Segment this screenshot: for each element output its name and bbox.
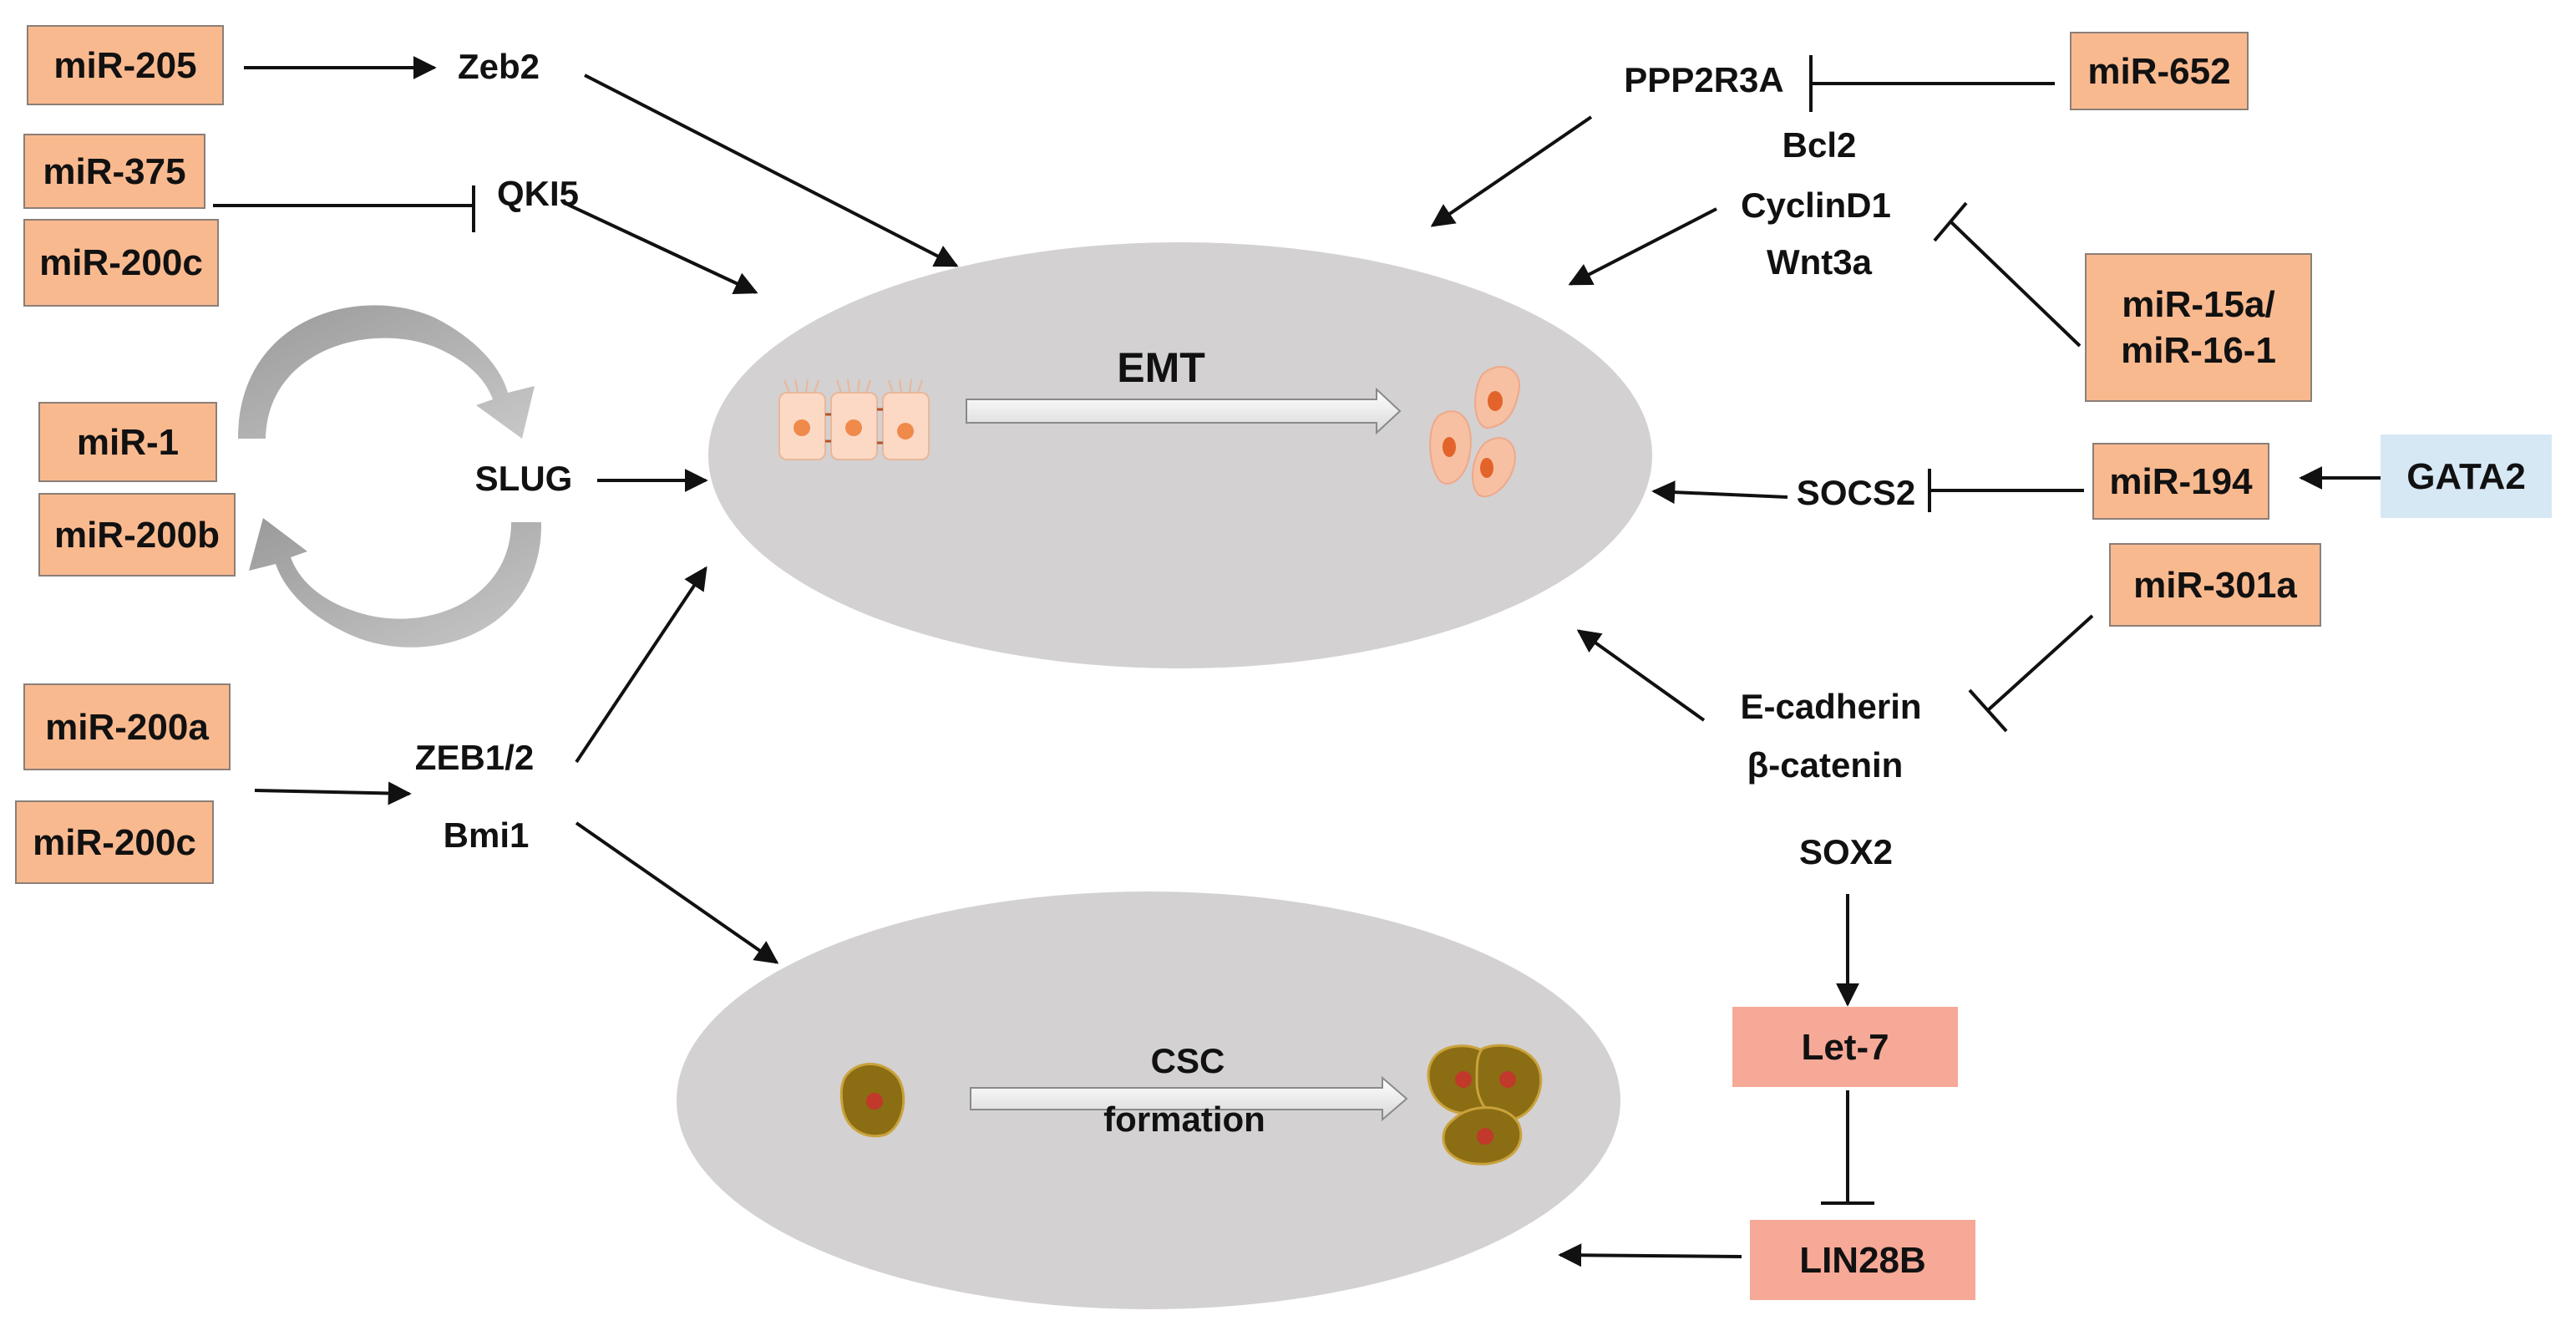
socs2-label: SOCS2: [1796, 473, 1916, 512]
zeb12-label: ZEB1/2: [414, 738, 535, 777]
mir-652-box: miR-652: [2070, 32, 2249, 110]
sox2-label: SOX2: [1798, 832, 1894, 871]
cyclind1-label: CyclinD1: [1741, 185, 1891, 225]
qki5-label: QKI5: [496, 174, 580, 213]
emt-process-arrow: [966, 387, 1402, 435]
e-cadherin-label: E-cadherin: [1740, 687, 1922, 726]
bcl2-label: Bcl2: [1782, 125, 1857, 165]
csc-label: CSC: [1150, 1041, 1225, 1080]
mir-205-box: miR-205: [27, 25, 224, 105]
mir-200b-box: miR-200b: [38, 493, 236, 577]
lin28b-box: LIN28B: [1750, 1220, 1975, 1300]
bmi1-label: Bmi1: [443, 815, 530, 855]
formation-label: formation: [1103, 1100, 1265, 1139]
mir-200c-box-top: miR-200c: [23, 219, 219, 307]
let-7-box: Let-7: [1732, 1007, 1958, 1087]
emt-ellipse: [708, 242, 1652, 668]
mir-200a-box: miR-200a: [23, 683, 231, 770]
b-catenin-label: β-catenin: [1747, 745, 1904, 785]
emt-label: EMT: [1117, 344, 1205, 391]
mir-301a-box: miR-301a: [2109, 543, 2321, 627]
mir-200c-box-bottom: miR-200c: [15, 800, 214, 884]
epithelial-cells-icon: [778, 378, 930, 460]
mir-1-box: miR-1: [38, 402, 217, 482]
slug-label: SLUG: [474, 459, 573, 498]
zeb2-label: Zeb2: [457, 47, 540, 86]
mir-375-box: miR-375: [23, 134, 205, 209]
gata2-box: GATA2: [2381, 434, 2552, 518]
mir-15a-16-1-box: miR-15a/ miR-16-1: [2085, 253, 2312, 402]
inhibition-lines: [213, 55, 2094, 1205]
wnt3a-label: Wnt3a: [1767, 242, 1872, 282]
stem-cell-cluster-icon: [1427, 1044, 1543, 1166]
mesenchymal-cells-icon: [1429, 366, 1521, 498]
csc-process-arrow: [970, 1075, 1408, 1122]
mir-194-box: miR-194: [2092, 443, 2269, 520]
stem-cell-icon: [839, 1063, 905, 1138]
feedback-loop-arrows: [238, 305, 542, 648]
activation-arrows: [244, 56, 2393, 1267]
ppp2r3a-label: PPP2R3A: [1624, 60, 1784, 99]
